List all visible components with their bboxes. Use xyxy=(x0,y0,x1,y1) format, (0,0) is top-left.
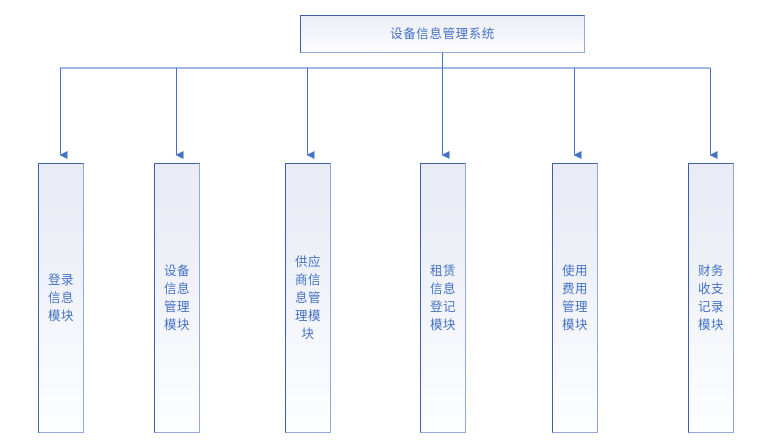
node-module-usage-fee[interactable]: 使用费用管理模块 xyxy=(552,163,598,433)
node-module-supplier-info-label: 供应商信息管理模块 xyxy=(294,254,321,342)
node-module-lease-registration-label: 租赁信息登记模块 xyxy=(429,263,456,333)
node-module-login-label: 登录信息模块 xyxy=(47,272,74,324)
node-module-finance-record-label: 财务收支记录模块 xyxy=(697,263,724,333)
node-module-login[interactable]: 登录信息模块 xyxy=(38,163,84,433)
node-module-lease-registration[interactable]: 租赁信息登记模块 xyxy=(420,163,466,433)
node-module-equipment-info[interactable]: 设备信息管理模块 xyxy=(154,163,200,433)
node-module-usage-fee-label: 使用费用管理模块 xyxy=(561,263,588,333)
node-system-title-label: 设备信息管理系统 xyxy=(390,26,495,41)
node-module-supplier-info[interactable]: 供应商信息管理模块 xyxy=(285,163,331,433)
node-system-title[interactable]: 设备信息管理系统 xyxy=(300,15,585,53)
node-module-equipment-info-label: 设备信息管理模块 xyxy=(163,263,190,333)
node-module-finance-record[interactable]: 财务收支记录模块 xyxy=(688,163,734,433)
